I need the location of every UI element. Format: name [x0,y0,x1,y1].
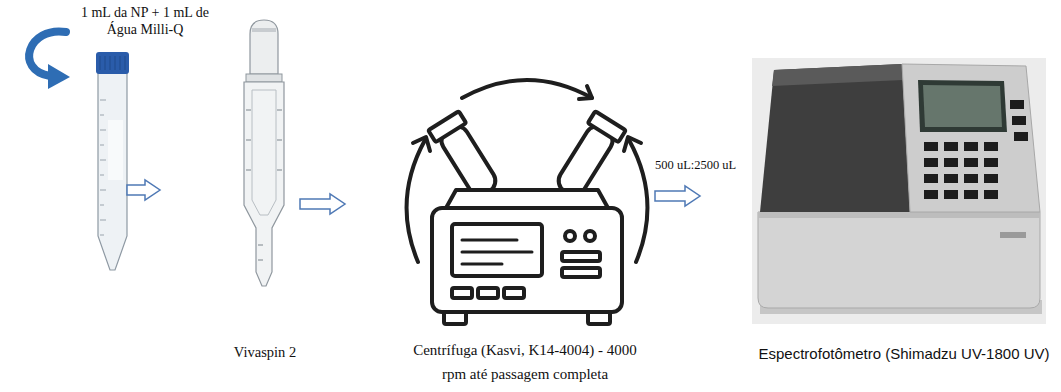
centrifuge-icon [452,224,542,276]
centrifuge-icon [629,140,647,262]
node-label: Espectrofotômetro (Shimadzu UV-1800 UV) [759,345,1050,363]
node-label: Centrífuga (Kasvi, K14-4004) - 4000 rpm … [409,338,641,386]
curved-arrow [48,64,70,89]
vivaspin-drawing [244,20,284,286]
falcon-tube-drawing [100,100,106,235]
vivaspin-tube: Vivaspin 2 [160,18,300,290]
centrifuge-icon [446,190,608,208]
centrifuge-icon [462,80,592,98]
spectrophotometer-photo [772,64,903,86]
spectrophotometer-photo [758,212,1040,308]
centrifuge-icon [413,137,430,151]
spectrophotometer-photo [918,80,1007,132]
spectrophotometer-photo [758,212,1040,218]
spectrophotometer: Espectrofotômetro (Shimadzu UV-1800 UV) [700,55,1050,325]
centrifuge: Centrífuga (Kasvi, K14-4004) - 4000 rpm … [345,95,655,330]
vivaspin-drawing [252,90,276,215]
node-label: Vivaspin 2 [195,343,335,361]
centrifuge-icon [432,208,622,312]
spectrophotometer-photo [752,58,1046,324]
falcon-tube-drawing [100,56,125,70]
spectrophotometer-photo [902,64,1040,212]
falcon-tube-drawing [98,72,127,270]
spectrophotometer-photo [923,85,1002,127]
curved-arrow [29,31,70,89]
centrifuge-icon [562,268,600,277]
falcon-tube-drawing [96,52,129,270]
centrifuge-icon [444,312,466,324]
falcon-tube: 1 mL da NP + 1 mL de Água Milli-Q [96,52,127,272]
vivaspin-drawing [252,28,276,32]
spectrophotometer-photo [1000,232,1026,238]
spectrophotometer-photo [924,100,1028,199]
edge-label: 500 uL:2500 uL [653,158,738,173]
curved-arrow [29,31,66,76]
vivaspin-drawing [246,110,282,260]
centrifuge-icon [428,111,466,142]
centrifuge-icon [407,140,425,262]
centrifuge-icon [585,231,595,241]
node-label: 1 mL da NP + 1 mL de Água Milli-Q [75,4,215,38]
centrifuge-icon [462,240,532,264]
centrifuge-icon [624,137,641,151]
centrifuge-icon [588,312,610,324]
vivaspin-drawing [244,82,284,286]
centrifuge-icon [452,288,472,298]
block-arrow [300,194,345,214]
spectrophotometer-photo [760,64,910,212]
centrifuge-icon [504,288,524,298]
centrifuge-icon [579,86,592,99]
centrifuge-icon [562,252,600,261]
centrifuge-icon [407,80,648,324]
centrifuge-icon [565,231,575,241]
vivaspin-drawing [246,74,282,82]
centrifuge-icon [588,111,626,142]
vivaspin-drawing [250,20,278,74]
block-arrow [655,186,700,206]
falcon-tube-drawing [108,120,123,180]
centrifuge-icon [478,288,498,298]
falcon-tube-drawing [96,52,129,74]
centrifuge-icon [551,111,626,201]
centrifuge-icon [428,111,503,201]
block-arrow [127,180,160,200]
spectrophotometer-photo [752,58,1046,324]
